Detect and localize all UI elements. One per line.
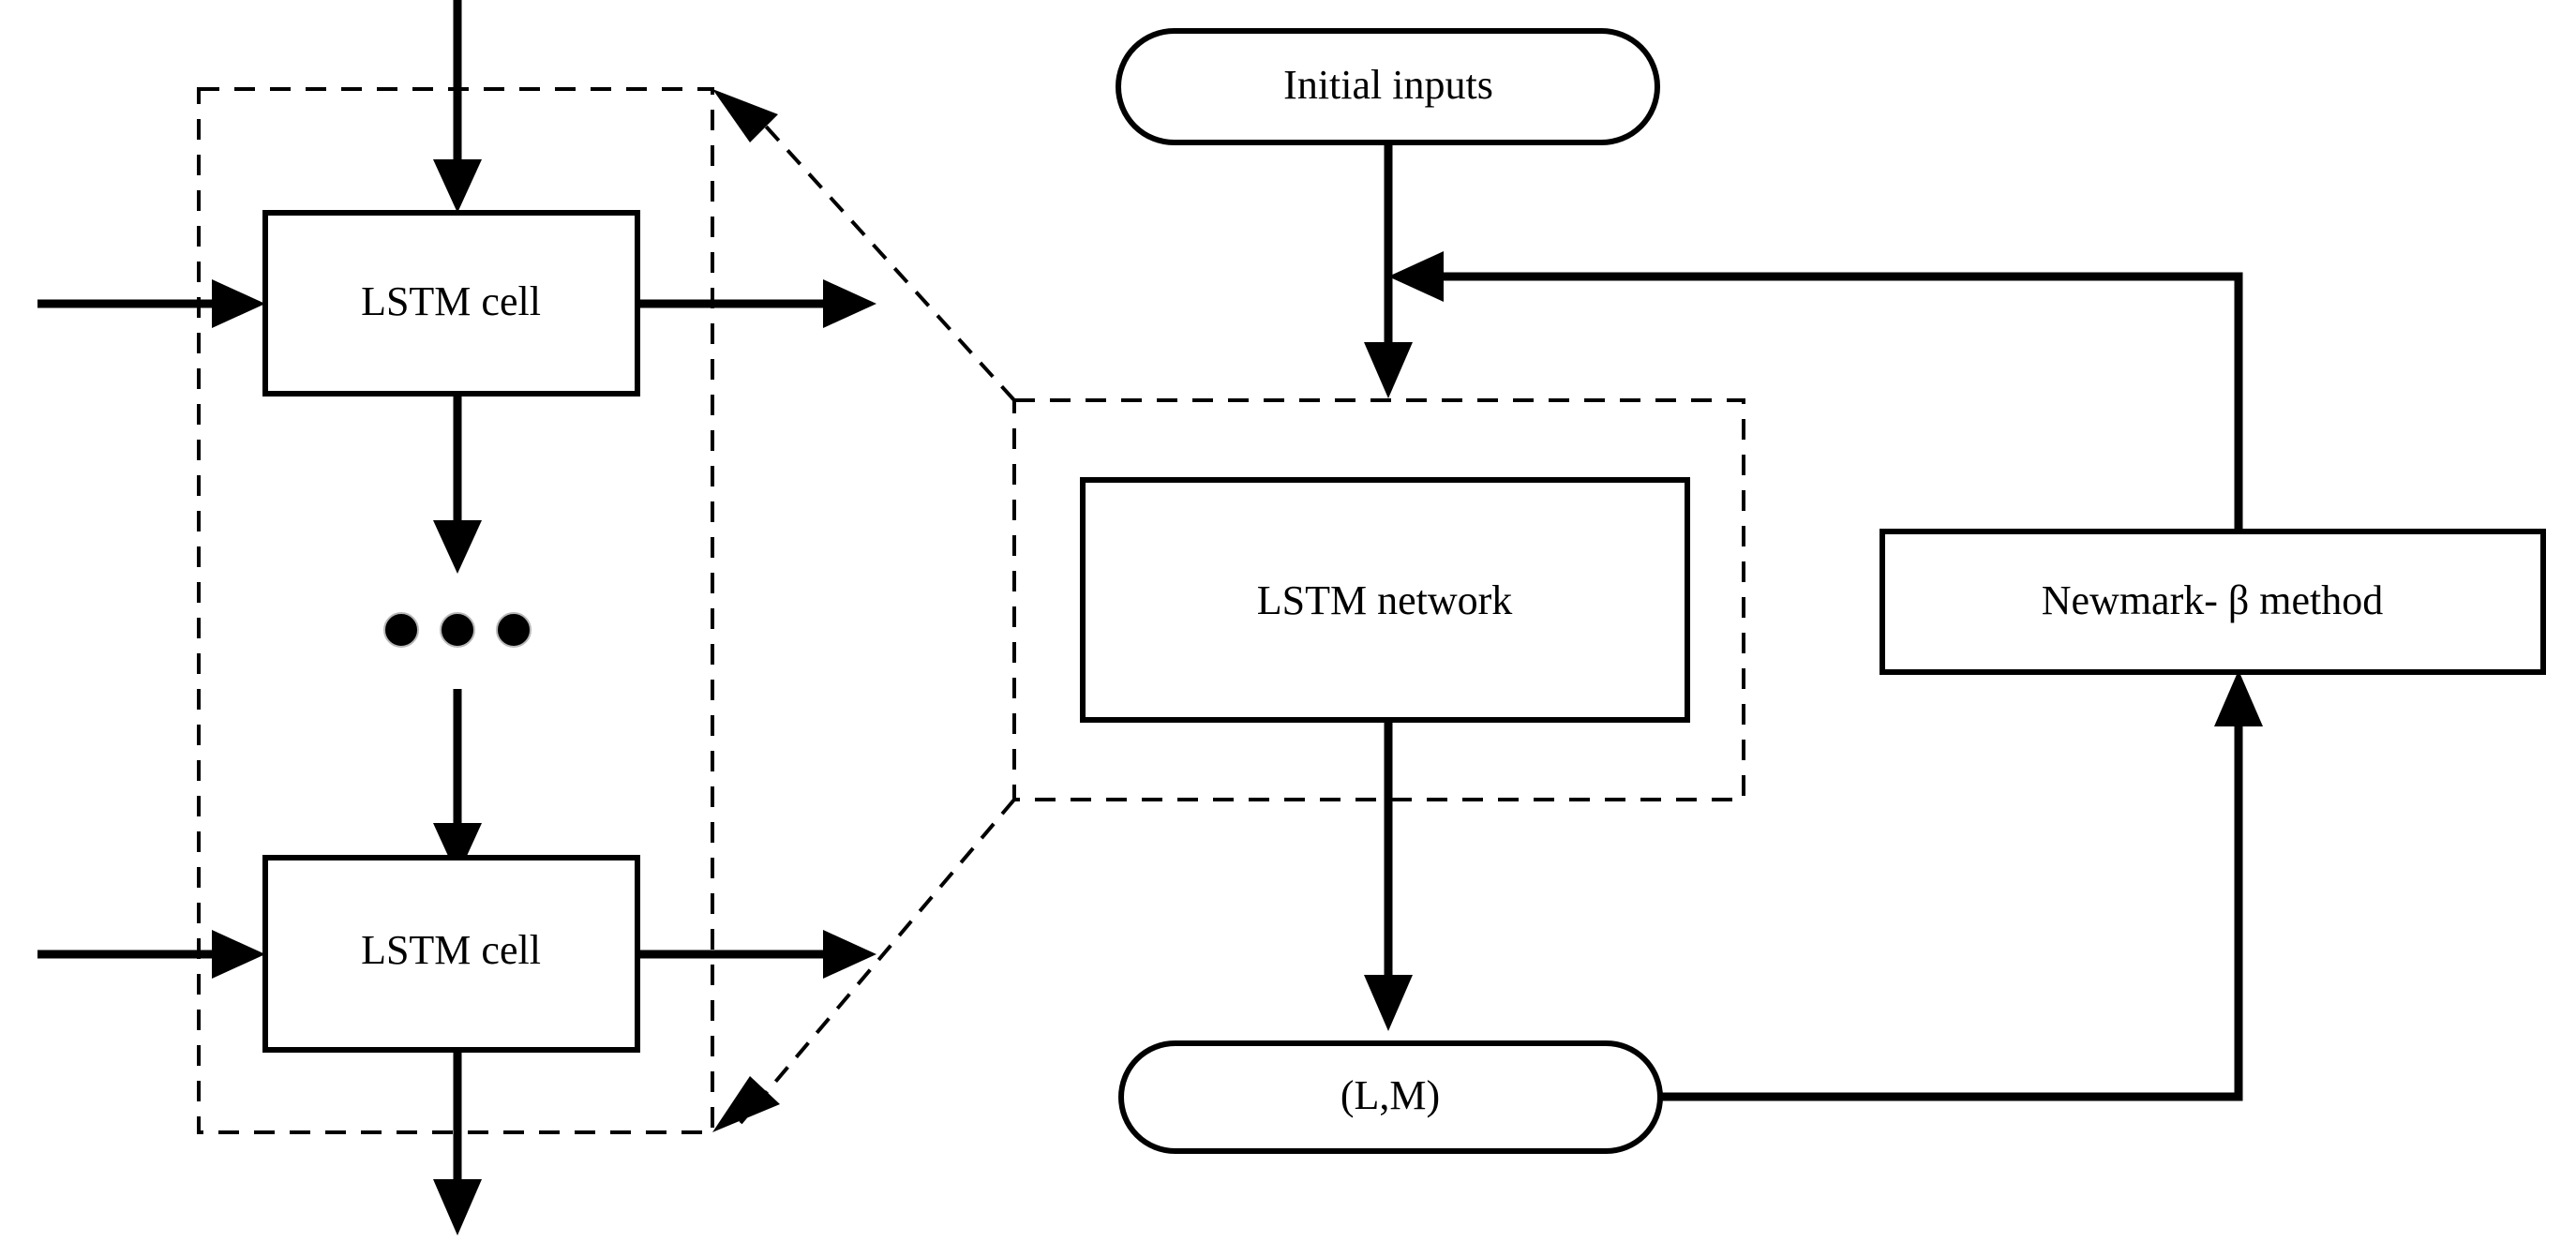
output-lm-label: (L,M) bbox=[1340, 1072, 1440, 1118]
lstm-cell-2-output-arrowhead-icon bbox=[823, 930, 876, 979]
lstm-network-box bbox=[1080, 477, 1690, 723]
ellipsis-dots bbox=[383, 612, 532, 648]
lstm-cell-1-label: LSTM cell bbox=[361, 278, 541, 324]
initial-inputs-to-network-arrowhead-icon bbox=[1364, 342, 1413, 398]
newmark-method-label: Newmark- β method bbox=[2042, 577, 2384, 623]
cell1-to-ellipsis-arrowhead-icon bbox=[433, 520, 482, 574]
lstm-cell-2-box bbox=[262, 855, 640, 1053]
top-input-arrowhead-icon bbox=[433, 159, 482, 213]
lstm-cell-1-input-arrowhead-icon bbox=[212, 279, 265, 328]
expansion-link-bottom-arrowhead-icon bbox=[712, 1076, 780, 1132]
lstm-cell-2-input-arrowhead-icon bbox=[212, 930, 265, 979]
feedback-into-main-arrowhead-icon bbox=[1388, 251, 1444, 302]
initial-inputs-label: Initial inputs bbox=[1283, 62, 1493, 108]
newmark-method-box bbox=[1880, 529, 2546, 675]
ellipsis-to-cell2-arrowhead-icon bbox=[433, 823, 482, 876]
lstm-cell-2-bottom-arrowhead-icon bbox=[433, 1179, 482, 1235]
network-to-output-arrowhead-icon bbox=[1364, 975, 1413, 1031]
expansion-link-top bbox=[739, 97, 1016, 402]
newmark-to-initial-feedback-path bbox=[1440, 272, 2243, 531]
lstm-cell-2-label: LSTM cell bbox=[361, 927, 541, 973]
expansion-link-top-arrowhead-icon bbox=[712, 89, 778, 142]
lstm-cell-1-output-arrowhead-icon bbox=[823, 279, 876, 328]
lstm-network-label: LSTM network bbox=[1257, 577, 1513, 623]
right-dashed-group-box bbox=[1012, 398, 1745, 801]
output-to-newmark-arrowhead-icon bbox=[2214, 670, 2263, 726]
expansion-link-bottom bbox=[739, 798, 1016, 1125]
output-to-newmark-path bbox=[1660, 712, 2243, 1101]
